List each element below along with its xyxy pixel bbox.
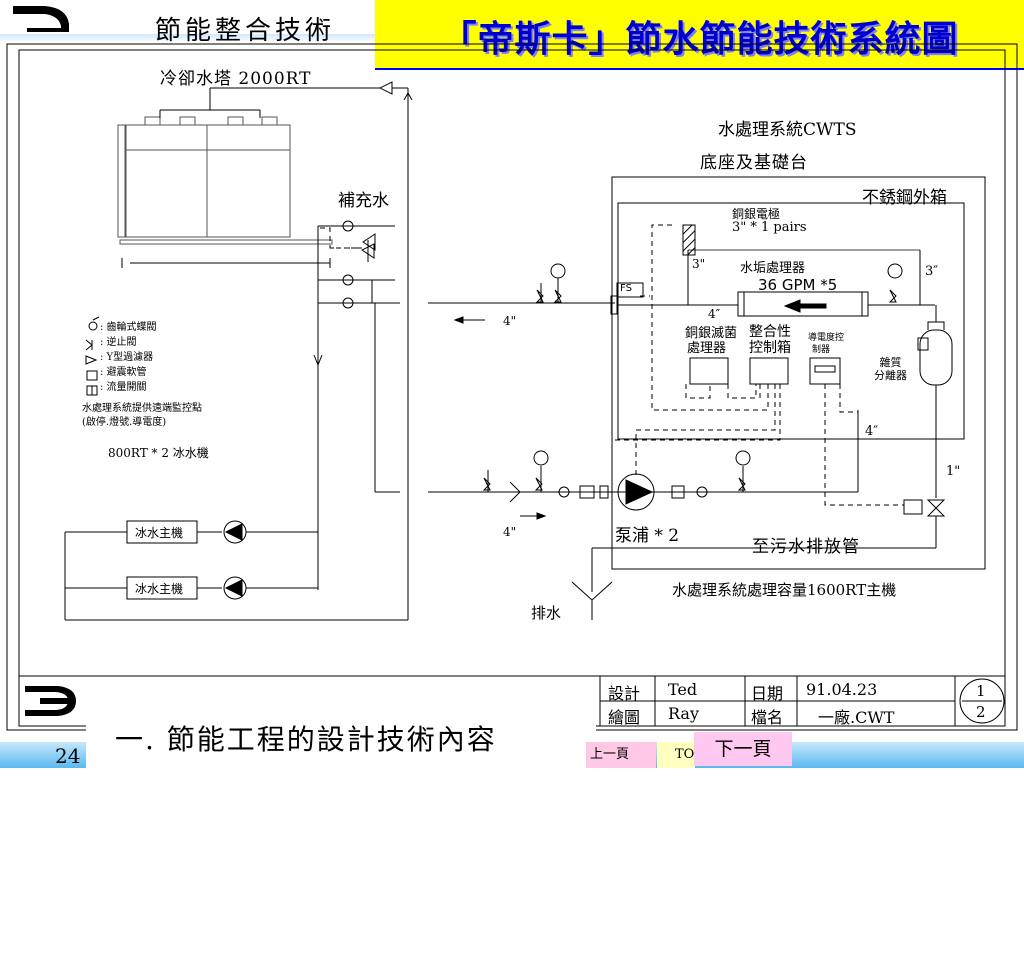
next-page-button[interactable]: 下一頁 bbox=[694, 732, 792, 766]
legend-note: 水處理系統提供遠端監控點 (啟停.燈號.導電度) bbox=[82, 403, 202, 428]
cu-ag-label: 銅銀滅菌 處理器 bbox=[685, 326, 738, 356]
pipe-4-sep-label: 4″ bbox=[865, 424, 879, 439]
electrode-label: 銅銀電極 bbox=[732, 207, 781, 221]
system-diagram bbox=[6, 43, 1018, 731]
wts-title-label: 水處理系統CWTS bbox=[718, 120, 857, 140]
capacity-label: 水處理系統處理容量1600RT主機 bbox=[672, 581, 897, 599]
chillers-note: 800RT * 2 冰水機 bbox=[108, 446, 209, 460]
draw-value: Ray bbox=[668, 704, 699, 723]
scale-processor-label: 水垢處理器 bbox=[740, 261, 806, 276]
file-label: 檔名 bbox=[751, 708, 784, 727]
to-drain-label: 至污水排放管 bbox=[752, 537, 860, 557]
pipe-4-inner-label: 4″ bbox=[708, 307, 721, 321]
control-box-label: 整合性 控制箱 bbox=[749, 324, 791, 356]
pipe-3b-label: 3″ bbox=[925, 264, 939, 279]
top-button[interactable]: TOP bbox=[657, 742, 695, 768]
separator-label: 雜質 分離器 bbox=[874, 356, 907, 382]
chiller-2-label: 冰水主機 bbox=[135, 582, 184, 596]
pump-label: 泵浦 * 2 bbox=[615, 526, 680, 546]
base-frame bbox=[611, 176, 986, 570]
stainless-box-label: 不銹鋼外箱 bbox=[862, 188, 947, 208]
outer-frame bbox=[6, 43, 1018, 731]
logo-icon bbox=[13, 6, 69, 32]
draw-label: 繪圖 bbox=[608, 708, 641, 727]
date-value: 91.04.23 bbox=[806, 680, 878, 699]
date-label: 日期 bbox=[751, 684, 784, 703]
sheet-total: 2 bbox=[976, 703, 986, 721]
pipe-4-supply-label: 4" bbox=[503, 525, 517, 539]
conductivity-label: 導電度控 制器 bbox=[808, 333, 845, 355]
electrode-spec-label: 3" * 1 pairs bbox=[732, 220, 807, 235]
legend-symbols bbox=[85, 316, 100, 396]
sheet-num: 1 bbox=[976, 682, 986, 700]
legend: : 齒輪式蝶閥 : 逆止閥 : Y型過濾器 : 避震軟管 : 流量開關 bbox=[100, 322, 157, 393]
header-band bbox=[0, 34, 375, 42]
section-title: 節能整合技術 bbox=[155, 16, 336, 46]
design-value: Ted bbox=[668, 680, 698, 699]
cooling-tower-icon bbox=[117, 116, 333, 245]
title-banner: 「帝斯卡」節水節能技術系統圖 bbox=[375, 0, 1024, 70]
flow-spec-label: 36 GPM *5 bbox=[758, 276, 838, 294]
main-title: 「帝斯卡」節水節能技術系統圖 bbox=[440, 19, 959, 60]
subtitle: 一. 節能工程的設計技術內容 bbox=[115, 723, 497, 756]
chiller-1-label: 冰水主機 bbox=[135, 526, 184, 540]
file-value: 一廠.CWT bbox=[818, 708, 895, 727]
makeup-water-label: 補充水 bbox=[338, 191, 389, 211]
pipe-1-label: 1" bbox=[946, 464, 961, 479]
base-label: 底座及基礎台 bbox=[700, 153, 808, 173]
titleblock-logo-icon bbox=[25, 686, 76, 716]
subtitle-box bbox=[86, 678, 596, 768]
cooling-tower-label: 冷卻水塔 2000RT bbox=[160, 69, 312, 89]
flow-switch-label: FS bbox=[620, 283, 632, 294]
prev-page-button[interactable]: 上一頁 bbox=[586, 742, 656, 768]
drain-label: 排水 bbox=[531, 604, 562, 622]
page-number: 24 bbox=[55, 744, 81, 768]
design-label: 設計 bbox=[608, 684, 641, 703]
pipe-4-return-label: 4" bbox=[503, 314, 517, 328]
stainless-box bbox=[617, 202, 965, 440]
pipe-3-label: 3" bbox=[692, 257, 706, 271]
